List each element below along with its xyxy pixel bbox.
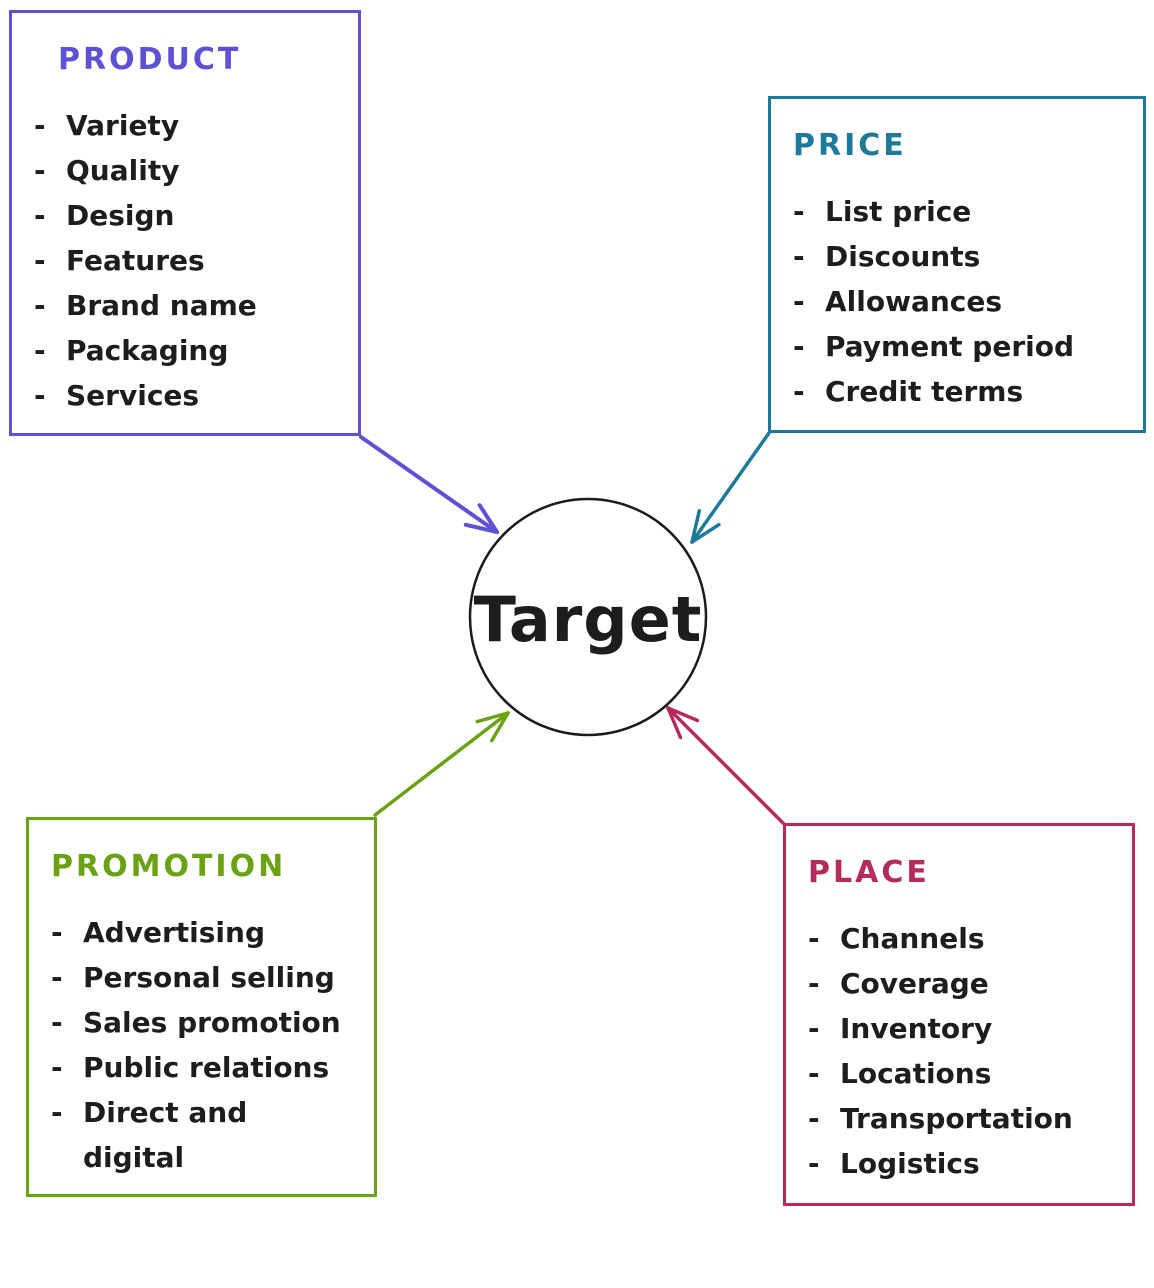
item-label: Design: [66, 199, 175, 232]
item-label: Logistics: [840, 1147, 980, 1180]
item-label: Advertising: [83, 916, 265, 949]
item-label: Packaging: [66, 334, 229, 367]
item-label: Brand name: [66, 289, 257, 322]
bullet-dash: -: [34, 244, 46, 277]
bullet-dash: -: [808, 1057, 820, 1090]
bullet-dash: -: [808, 1012, 820, 1045]
list-item: - Sales promotion: [51, 1000, 360, 1045]
bullet-dash: -: [51, 1051, 63, 1084]
target-circle: [468, 497, 708, 737]
list-item: - Design: [34, 193, 344, 238]
price-item-list: - List price - Discounts - Allowances - …: [793, 189, 1129, 414]
item-label: Discounts: [825, 240, 981, 273]
bullet-dash: -: [793, 330, 805, 363]
list-item: - Discounts: [793, 234, 1129, 279]
bullet-dash: -: [34, 154, 46, 187]
bullet-dash: -: [793, 285, 805, 318]
place-item-list: - Channels - Coverage - Inventory - Loca…: [808, 916, 1118, 1186]
place-box-title: PLACE: [808, 855, 930, 890]
item-label: Sales promotion: [83, 1006, 341, 1039]
item-label: Inventory: [840, 1012, 993, 1045]
bullet-dash: -: [51, 916, 63, 949]
promotion-box-title: PROMOTION: [51, 849, 287, 884]
bullet-dash: -: [808, 922, 820, 955]
price-box-title: PRICE: [793, 128, 907, 163]
bullet-dash: -: [34, 379, 46, 412]
list-item: - Features: [34, 238, 344, 283]
promotion-box: PROMOTION - Advertising - Personal selli…: [26, 817, 377, 1197]
product-item-list: - Variety - Quality - Design - Features …: [34, 103, 344, 418]
arrow-product-to-target: [359, 435, 499, 534]
list-item: - Personal selling: [51, 955, 360, 1000]
bullet-dash: -: [793, 375, 805, 408]
bullet-dash: -: [808, 1102, 820, 1135]
bullet-dash: -: [808, 1147, 820, 1180]
target-label: Target: [473, 583, 703, 656]
item-label: Payment period: [825, 330, 1075, 363]
item-label: Personal selling: [83, 961, 335, 994]
list-item: - Services: [34, 373, 344, 418]
product-box-title: PRODUCT: [58, 42, 242, 77]
bullet-dash: -: [34, 334, 46, 367]
list-item: - Advertising: [51, 910, 360, 955]
list-item: - Packaging: [34, 328, 344, 373]
item-label: Public relations: [83, 1051, 330, 1084]
arrow-promotion-to-target: [373, 711, 510, 817]
list-item: - Credit terms: [793, 369, 1129, 414]
list-item: - Quality: [34, 148, 344, 193]
list-item: - Variety: [34, 103, 344, 148]
bullet-dash: -: [793, 240, 805, 273]
place-box: PLACE - Channels - Coverage - Inventory …: [783, 823, 1135, 1206]
item-label: Locations: [840, 1057, 992, 1090]
list-item: - List price: [793, 189, 1129, 234]
bullet-dash: -: [34, 109, 46, 142]
list-item: - Direct and digital: [51, 1090, 360, 1180]
item-label: Quality: [66, 154, 180, 187]
list-item: - Payment period: [793, 324, 1129, 369]
bullet-dash: -: [51, 1006, 63, 1039]
list-item: - Locations: [808, 1051, 1118, 1096]
bullet-dash: -: [34, 289, 46, 322]
promotion-item-list: - Advertising - Personal selling - Sales…: [51, 910, 360, 1180]
item-label: Direct and digital: [83, 1096, 248, 1174]
item-label: Credit terms: [825, 375, 1024, 408]
list-item: - Public relations: [51, 1045, 360, 1090]
item-label: Services: [66, 379, 200, 412]
list-item: - Logistics: [808, 1141, 1118, 1186]
list-item: - Coverage: [808, 961, 1118, 1006]
price-box: PRICE - List price - Discounts - Allowan…: [768, 96, 1146, 433]
bullet-dash: -: [51, 961, 63, 994]
arrow-price-to-target: [690, 431, 771, 544]
arrow-place-to-target: [666, 706, 785, 825]
list-item: - Channels: [808, 916, 1118, 961]
list-item: - Inventory: [808, 1006, 1118, 1051]
item-label: Transportation: [840, 1102, 1073, 1135]
bullet-dash: -: [34, 199, 46, 232]
item-label: List price: [825, 195, 972, 228]
bullet-dash: -: [51, 1096, 63, 1129]
item-label: Coverage: [840, 967, 989, 1000]
list-item: - Brand name: [34, 283, 344, 328]
item-label: Variety: [66, 109, 180, 142]
bullet-dash: -: [808, 967, 820, 1000]
item-label: Features: [66, 244, 205, 277]
list-item: - Allowances: [793, 279, 1129, 324]
list-item: - Transportation: [808, 1096, 1118, 1141]
item-label: Channels: [840, 922, 985, 955]
item-label: Allowances: [825, 285, 1003, 318]
product-box: PRODUCT - Variety - Quality - Design - F…: [9, 10, 361, 436]
bullet-dash: -: [793, 195, 805, 228]
